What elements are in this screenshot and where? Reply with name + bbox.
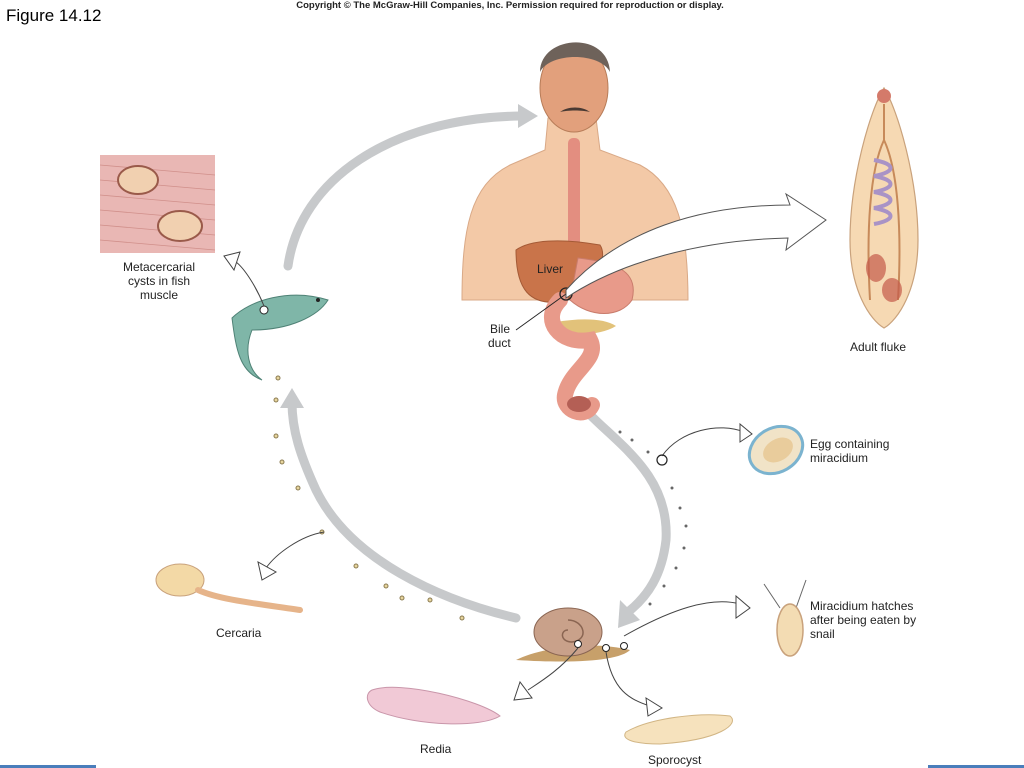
cyst-2 bbox=[157, 210, 203, 242]
egg-line1: Egg containing bbox=[810, 437, 890, 451]
fish-cyst-arrow bbox=[235, 261, 265, 307]
miracidium-line2: after being eaten by bbox=[810, 613, 917, 627]
redia bbox=[366, 686, 501, 725]
cycle-arrows bbox=[283, 111, 671, 623]
esophagus bbox=[568, 138, 580, 258]
metacercarial-label: Metacercarial cysts in fish muscle bbox=[100, 260, 218, 302]
redia-arrow bbox=[527, 647, 579, 691]
sporocyst-arrow bbox=[605, 651, 651, 707]
fluke-callout-arrow bbox=[565, 192, 827, 299]
figure-number: Figure 14.12 bbox=[6, 6, 102, 25]
bile-label-line2: duct bbox=[488, 336, 511, 350]
oral-sucker bbox=[877, 89, 891, 103]
cercaria bbox=[155, 563, 303, 613]
miracidium-label: Miracidium hatches after being eaten by … bbox=[810, 599, 916, 641]
fish-muscle-tile bbox=[99, 155, 216, 253]
slide-footer-bar-left bbox=[0, 765, 96, 768]
slide-footer-bar-right bbox=[928, 765, 1024, 768]
human-figure bbox=[461, 42, 689, 421]
fish-body bbox=[231, 294, 329, 381]
arrowhead-fish bbox=[280, 388, 304, 408]
arrowhead-snail bbox=[618, 600, 640, 628]
miracidium-line1: Miracidium hatches bbox=[810, 599, 914, 613]
cercaria-arrow bbox=[265, 531, 325, 569]
liver-label: Liver bbox=[537, 262, 564, 276]
fluke-uterus bbox=[873, 158, 893, 226]
human-mustache bbox=[560, 107, 590, 112]
cercaria-label: Cercaria bbox=[216, 626, 262, 640]
redia-label: Redia bbox=[420, 742, 452, 756]
metacercarial-line1: Metacercarial bbox=[122, 260, 196, 274]
cyst-1 bbox=[117, 165, 159, 195]
miracidium-callout bbox=[623, 579, 807, 657]
miracidium bbox=[776, 603, 804, 657]
sporocyst-label: Sporocyst bbox=[648, 753, 702, 767]
egg-line2: miracidium bbox=[810, 451, 869, 465]
adult-fluke-label: Adult fluke bbox=[850, 340, 907, 354]
copyright-notice: Copyright © The McGraw-Hill Companies, I… bbox=[296, 0, 724, 11]
cycle-arrowheads bbox=[280, 104, 640, 628]
scattered-eggs bbox=[618, 430, 688, 606]
arrow-intestine-to-snail bbox=[573, 397, 671, 617]
pancreas bbox=[556, 319, 616, 335]
miracidium-line3: snail bbox=[810, 627, 835, 641]
bile-label-line1: Bile bbox=[490, 322, 511, 336]
fish bbox=[231, 294, 329, 381]
cercariae-swimming bbox=[273, 375, 465, 621]
egg-label: Egg containing miracidium bbox=[810, 437, 889, 465]
arrowhead-human bbox=[518, 104, 538, 128]
arrow-snail-to-fish bbox=[287, 397, 521, 623]
metacercarial-line3: muscle bbox=[139, 288, 178, 302]
intestine-opening bbox=[567, 396, 591, 412]
sporocyst bbox=[624, 714, 733, 745]
metacercarial-line2: cysts in fish bbox=[127, 274, 190, 288]
snail-shell bbox=[533, 607, 603, 657]
arrow-fish-to-human bbox=[283, 111, 525, 271]
egg-callout bbox=[656, 422, 805, 476]
adult-fluke bbox=[849, 86, 919, 329]
human-hair bbox=[540, 42, 610, 72]
intestine bbox=[544, 292, 600, 421]
